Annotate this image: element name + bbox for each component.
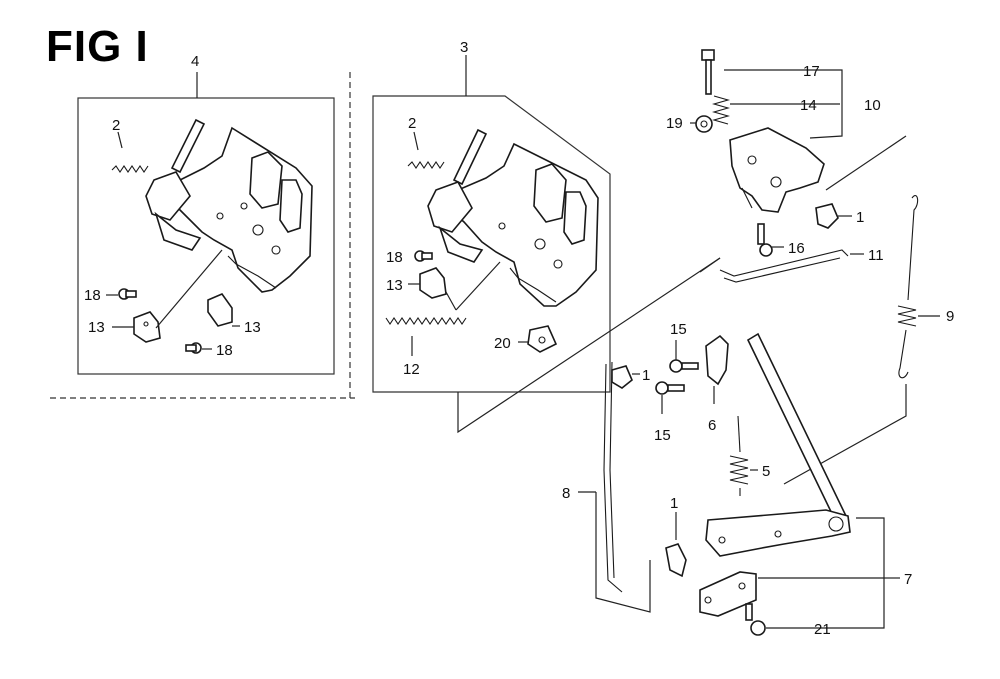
callout-4: 4 bbox=[191, 53, 199, 70]
callout-18-left-bottom: 18 bbox=[216, 342, 233, 359]
callout-14: 14 bbox=[800, 97, 817, 114]
assembly-4-box bbox=[77, 97, 335, 375]
callout-1-mid: 1 bbox=[642, 367, 650, 384]
assembly-3-box bbox=[372, 95, 611, 393]
callout-17: 17 bbox=[803, 63, 820, 80]
control-lever-7 bbox=[699, 332, 851, 617]
spring-2-center bbox=[407, 131, 445, 169]
rod-11 bbox=[719, 249, 849, 283]
callout-18-center: 18 bbox=[386, 249, 403, 266]
callout-8: 8 bbox=[562, 485, 570, 502]
callout-9: 9 bbox=[946, 308, 954, 325]
washer-19 bbox=[695, 115, 713, 133]
rod-8 bbox=[603, 361, 623, 593]
nut-20 bbox=[527, 325, 558, 353]
bolt-17 bbox=[701, 49, 715, 95]
governor-arm-10 bbox=[729, 127, 825, 213]
callout-13-left-b: 13 bbox=[244, 319, 261, 336]
callout-10: 10 bbox=[864, 97, 881, 114]
clip-1-lower bbox=[665, 543, 687, 578]
callout-1-lower: 1 bbox=[670, 495, 678, 512]
bracket-6 bbox=[705, 334, 729, 386]
callout-5: 5 bbox=[762, 463, 770, 480]
callout-7: 7 bbox=[904, 571, 912, 588]
clip-13-left-a bbox=[133, 311, 161, 343]
callout-12: 12 bbox=[403, 361, 420, 378]
bolt-16 bbox=[757, 223, 773, 257]
callout-11: 11 bbox=[868, 247, 884, 264]
callout-1-upper: 1 bbox=[856, 209, 864, 226]
bolt-15-top bbox=[669, 359, 699, 373]
callout-2-center: 2 bbox=[408, 115, 416, 132]
callout-3: 3 bbox=[460, 39, 468, 56]
spring-14 bbox=[711, 95, 731, 125]
callout-15-bottom: 15 bbox=[654, 427, 671, 444]
spring-12 bbox=[385, 317, 467, 356]
clip-1-upper bbox=[815, 203, 839, 229]
bolt-15-bottom bbox=[655, 381, 685, 395]
callout-2-left: 2 bbox=[112, 117, 120, 134]
spring-2-left bbox=[111, 131, 149, 173]
figure-title: FIG I bbox=[46, 22, 149, 71]
screw-18-left-bottom bbox=[185, 342, 202, 354]
callout-13-left-a: 13 bbox=[88, 319, 105, 336]
callout-15-top: 15 bbox=[670, 321, 687, 338]
screw-18-center bbox=[414, 250, 433, 262]
clip-13-left-b bbox=[207, 293, 233, 327]
spring-9 bbox=[897, 195, 919, 379]
screw-18-left-top bbox=[118, 288, 137, 300]
clip-1-mid bbox=[611, 365, 633, 389]
callout-16: 16 bbox=[788, 240, 805, 257]
callout-6: 6 bbox=[708, 417, 716, 434]
bolt-21 bbox=[745, 603, 766, 636]
callout-13-center: 13 bbox=[386, 277, 403, 294]
control-plate-left bbox=[145, 118, 313, 293]
clip-13-center bbox=[419, 267, 447, 299]
spring-5 bbox=[729, 415, 749, 496]
callout-19: 19 bbox=[666, 115, 683, 132]
callout-18-left-top: 18 bbox=[84, 287, 101, 304]
callout-20: 20 bbox=[494, 335, 511, 352]
control-plate-center bbox=[427, 128, 599, 307]
callout-21: 21 bbox=[814, 621, 831, 638]
